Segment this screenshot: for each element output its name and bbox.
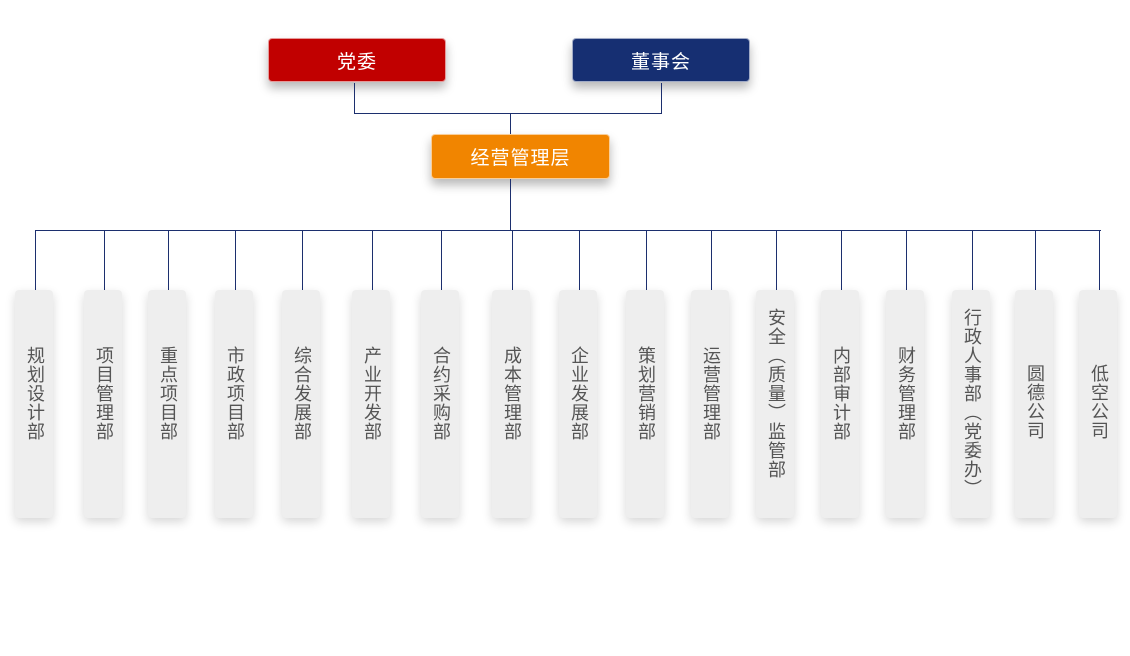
department-label: 综合发展部: [291, 346, 312, 441]
department-box: 重点项目部: [148, 290, 186, 518]
department-label: 市政项目部: [224, 346, 245, 441]
connector-department-14: [906, 230, 907, 290]
department-label: 圆德公司: [1024, 364, 1045, 440]
department-label: 产业开发部: [361, 346, 382, 441]
department-label: 内部审计部: [830, 346, 851, 441]
connector-department-3: [168, 230, 169, 290]
board-of-directors-label: 董事会: [630, 50, 691, 73]
department-box: 安全（质量）监管部: [756, 290, 794, 518]
department-box: 财务管理部: [886, 290, 924, 518]
department-box: 综合发展部: [282, 290, 320, 518]
party-committee-box: 党委: [268, 38, 446, 82]
connector-to-management: [510, 113, 511, 134]
connector-department-2: [104, 230, 105, 290]
department-box: 低空公司: [1079, 290, 1117, 518]
department-label: 合约采购部: [430, 346, 451, 441]
department-label: 安全（质量）监管部: [765, 308, 786, 479]
connector-department-15: [972, 230, 973, 290]
department-label: 规划设计部: [24, 346, 45, 441]
department-box: 企业发展部: [559, 290, 597, 518]
management-label: 经营管理层: [470, 147, 571, 169]
board-of-directors-box: 董事会: [572, 38, 750, 82]
department-box: 圆德公司: [1015, 290, 1053, 518]
department-box: 项目管理部: [84, 290, 122, 518]
connector-department-13: [841, 230, 842, 290]
connector-department-10: [646, 230, 647, 290]
department-box: 内部审计部: [821, 290, 859, 518]
department-box: 产业开发部: [352, 290, 390, 518]
department-label: 行政人事部（党委办）: [961, 308, 982, 498]
connector-department-16: [1035, 230, 1036, 290]
connector-department-1: [35, 230, 36, 290]
connector-top-horizontal: [354, 113, 662, 114]
department-label: 重点项目部: [157, 346, 178, 441]
department-label: 财务管理部: [895, 346, 916, 441]
connector-department-9: [579, 230, 580, 290]
connector-department-8: [512, 230, 513, 290]
connector-department-11: [711, 230, 712, 290]
connector-management-down: [510, 179, 511, 231]
connector-department-4: [235, 230, 236, 290]
connector-department-12: [776, 230, 777, 290]
department-label: 企业发展部: [568, 346, 589, 441]
connector-department-6: [372, 230, 373, 290]
department-box: 市政项目部: [215, 290, 253, 518]
department-label: 项目管理部: [93, 346, 114, 441]
department-label: 低空公司: [1088, 364, 1109, 440]
department-box: 行政人事部（党委办）: [952, 290, 990, 518]
connector-department-17: [1099, 230, 1100, 290]
connector-party-down: [354, 83, 355, 113]
connector-board-down: [661, 83, 662, 113]
department-box: 规划设计部: [15, 290, 53, 518]
department-box: 运营管理部: [691, 290, 729, 518]
party-committee-label: 党委: [336, 50, 377, 73]
connector-departments-horizontal: [35, 230, 1101, 231]
department-box: 策划营销部: [626, 290, 664, 518]
connector-department-7: [441, 230, 442, 290]
department-box: 成本管理部: [492, 290, 530, 518]
connector-department-5: [302, 230, 303, 290]
department-label: 成本管理部: [501, 346, 522, 441]
department-label: 策划营销部: [635, 346, 656, 441]
department-label: 运营管理部: [700, 346, 721, 441]
department-box: 合约采购部: [421, 290, 459, 518]
management-box: 经营管理层: [431, 134, 610, 179]
